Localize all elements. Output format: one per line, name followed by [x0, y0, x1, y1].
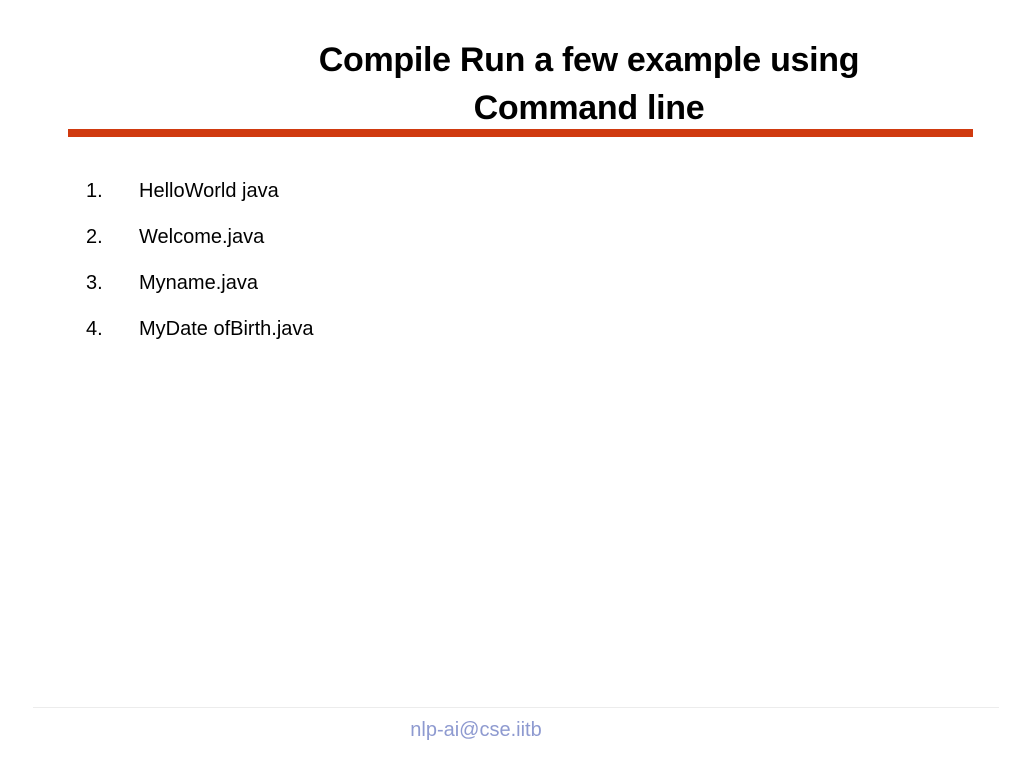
title-divider: [68, 129, 973, 137]
list-number: 3.: [86, 272, 103, 294]
list-number: 4.: [86, 318, 103, 340]
title-line-1: Compile Run a few example using: [318, 41, 860, 79]
list-text: Welcome.java: [139, 226, 265, 248]
list-number: 2.: [86, 226, 103, 248]
list-text: HelloWorld java: [139, 180, 279, 202]
footer-text: nlp-ai@cse.iitb: [410, 719, 542, 741]
list-text: MyDate ofBirth.java: [139, 318, 314, 340]
list-item: 1. HelloWorld java: [86, 177, 314, 205]
list-number: 1.: [86, 180, 103, 202]
footer-divider: [33, 707, 999, 708]
list-item: 3. Myname.java: [86, 269, 314, 297]
slide-title: Compile Run a few example using Command …: [300, 36, 878, 132]
list-item: 2. Welcome.java: [86, 223, 314, 251]
list-text: Myname.java: [139, 272, 258, 294]
title-line-2: Command line: [473, 89, 705, 127]
example-list: 1. HelloWorld java 2. Welcome.java 3. My…: [86, 177, 314, 361]
list-item: 4. MyDate ofBirth.java: [86, 315, 314, 343]
